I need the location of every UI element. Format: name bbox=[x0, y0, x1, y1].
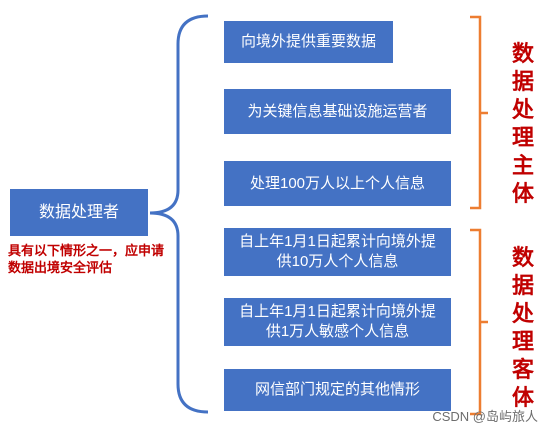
object-title: 数据处理客体 bbox=[511, 245, 534, 410]
subject-item-2: 为关键信息基础设施运营者 bbox=[224, 89, 451, 134]
right-brace-object bbox=[470, 228, 488, 416]
subject-item-1: 向境外提供重要数据 bbox=[224, 21, 393, 63]
object-item-2: 自上年1月1日起累计向境外提供1万人敏感个人信息 bbox=[224, 298, 451, 346]
assessment-note: 具有以下情形之一，应申请数据出境安全评估 bbox=[8, 243, 165, 275]
watermark: CSDN @岛屿旅人 bbox=[432, 409, 538, 424]
object-item-1: 自上年1月1日起累计向境外提供10万人个人信息 bbox=[224, 228, 451, 276]
subject-item-3: 处理100万人以上个人信息 bbox=[224, 161, 451, 206]
left-brace bbox=[149, 14, 209, 414]
subject-title: 数据处理主体 bbox=[511, 41, 534, 206]
object-item-3: 网信部门规定的其他情形 bbox=[224, 369, 451, 411]
right-brace-subject bbox=[470, 15, 488, 210]
root-node: 数据处理者 bbox=[10, 189, 148, 236]
